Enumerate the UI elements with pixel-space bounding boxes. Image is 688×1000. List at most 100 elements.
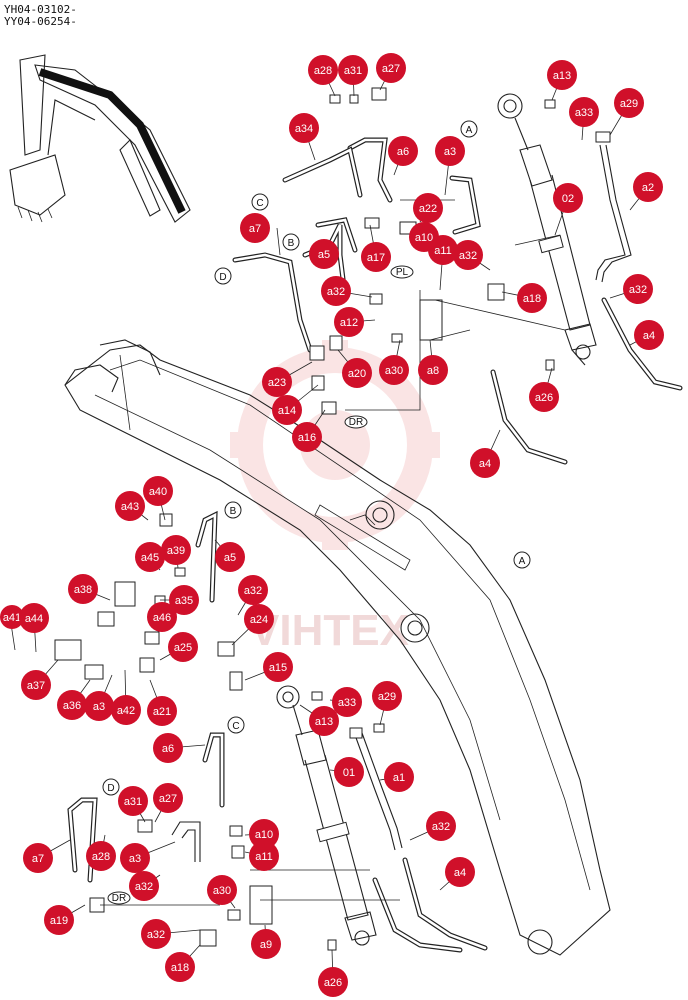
callout-a43[interactable]: a43 [115, 491, 145, 521]
callout-a26[interactable]: a26 [529, 382, 559, 412]
callout-a37[interactable]: a37 [21, 670, 51, 700]
callout-a28[interactable]: a28 [308, 55, 338, 85]
callout-a19[interactable]: a19 [44, 905, 74, 935]
callout-a29[interactable]: a29 [372, 681, 402, 711]
callout-a25[interactable]: a25 [168, 632, 198, 662]
callout-a10[interactable]: a10 [249, 819, 279, 849]
svg-text:DR: DR [112, 893, 126, 904]
svg-text:a4: a4 [454, 867, 466, 879]
callout-a32[interactable]: a32 [321, 276, 351, 306]
callout-a18[interactable]: a18 [165, 952, 195, 982]
svg-text:a27: a27 [159, 793, 177, 805]
callout-a12[interactable]: a12 [334, 307, 364, 337]
callout-a32[interactable]: a32 [141, 919, 171, 949]
svg-text:a33: a33 [575, 107, 593, 119]
callout-a11[interactable]: a11 [428, 235, 458, 265]
svg-text:a46: a46 [153, 612, 171, 624]
callout-a32[interactable]: a32 [426, 811, 456, 841]
svg-text:a9: a9 [260, 939, 272, 951]
callout-a15[interactable]: a15 [263, 652, 293, 682]
svg-text:a35: a35 [175, 595, 193, 607]
svg-text:a13: a13 [553, 70, 571, 82]
callout-a16[interactable]: a16 [292, 422, 322, 452]
hose-lines-upper [232, 137, 683, 465]
svg-text:a1: a1 [393, 772, 405, 784]
callout-a3[interactable]: a3 [120, 843, 150, 873]
callout-a42[interactable]: a42 [111, 695, 141, 725]
callout-a4[interactable]: a4 [445, 857, 475, 887]
callout-a39[interactable]: a39 [161, 535, 191, 565]
callout-a5[interactable]: a5 [215, 542, 245, 572]
callout-a13[interactable]: a13 [309, 706, 339, 736]
callout-a33[interactable]: a33 [332, 687, 362, 717]
callout-a31[interactable]: a31 [338, 55, 368, 85]
callout-a30[interactable]: a30 [379, 355, 409, 385]
svg-text:a43: a43 [121, 501, 139, 513]
callout-a22[interactable]: a22 [413, 193, 443, 223]
svg-text:a29: a29 [378, 691, 396, 703]
callout-a29[interactable]: a29 [614, 88, 644, 118]
callout-a30[interactable]: a30 [207, 875, 237, 905]
ref-marker-c: C [251, 193, 269, 211]
svg-text:a11: a11 [434, 245, 452, 257]
callout-a1[interactable]: a1 [384, 762, 414, 792]
callout-a5[interactable]: a5 [309, 239, 339, 269]
callout-a3[interactable]: a3 [435, 136, 465, 166]
callout-a41[interactable]: a41 [0, 605, 24, 629]
callout-a8[interactable]: a8 [418, 355, 448, 385]
callout-a7[interactable]: a7 [23, 843, 53, 873]
callout-a6[interactable]: a6 [153, 733, 183, 763]
svg-text:a31: a31 [344, 65, 362, 77]
callout-02[interactable]: 02 [553, 183, 583, 213]
callout-a36[interactable]: a36 [57, 690, 87, 720]
svg-text:C: C [232, 721, 239, 732]
callout-a33[interactable]: a33 [569, 97, 599, 127]
svg-text:a44: a44 [25, 613, 43, 625]
callout-a28[interactable]: a28 [86, 841, 116, 871]
svg-text:a26: a26 [324, 977, 342, 989]
callout-a21[interactable]: a21 [147, 696, 177, 726]
callout-a11[interactable]: a11 [249, 841, 279, 871]
callout-a27[interactable]: a27 [153, 783, 183, 813]
callout-a23[interactable]: a23 [262, 367, 292, 397]
callout-a40[interactable]: a40 [143, 476, 173, 506]
callout-a20[interactable]: a20 [342, 358, 372, 388]
callout-a26[interactable]: a26 [318, 967, 348, 997]
callout-a9[interactable]: a9 [251, 929, 281, 959]
callout-a46[interactable]: a46 [147, 602, 177, 632]
callout-a14[interactable]: a14 [272, 395, 302, 425]
callout-a17[interactable]: a17 [361, 242, 391, 272]
callout-a4[interactable]: a4 [634, 320, 664, 350]
svg-text:a41: a41 [3, 612, 21, 624]
callout-a24[interactable]: a24 [244, 604, 274, 634]
callout-a18[interactable]: a18 [517, 283, 547, 313]
callout-01[interactable]: 01 [334, 757, 364, 787]
svg-text:a18: a18 [523, 293, 541, 305]
svg-text:a20: a20 [348, 368, 366, 380]
callout-a45[interactable]: a45 [135, 542, 165, 572]
callout-a6[interactable]: a6 [388, 136, 418, 166]
callout-a32[interactable]: a32 [238, 575, 268, 605]
callout-a27[interactable]: a27 [376, 53, 406, 83]
callout-a34[interactable]: a34 [289, 113, 319, 143]
callout-a7[interactable]: a7 [240, 213, 270, 243]
callout-a32[interactable]: a32 [453, 240, 483, 270]
svg-text:a23: a23 [268, 377, 286, 389]
svg-text:a19: a19 [50, 915, 68, 927]
callout-a32[interactable]: a32 [129, 871, 159, 901]
callout-a31[interactable]: a31 [118, 786, 148, 816]
svg-text:A: A [519, 556, 526, 567]
svg-text:DR: DR [349, 417, 363, 428]
svg-text:a29: a29 [620, 98, 638, 110]
callout-a44[interactable]: a44 [19, 603, 49, 633]
callout-a32[interactable]: a32 [623, 274, 653, 304]
callout-a2[interactable]: a2 [633, 172, 663, 202]
callout-a13[interactable]: a13 [547, 60, 577, 90]
callout-a3-partial[interactable]: a3 [84, 691, 114, 721]
callout-a38[interactable]: a38 [68, 574, 98, 604]
callout-a35[interactable]: a35 [169, 585, 199, 615]
callout-a4[interactable]: a4 [470, 448, 500, 478]
serial-range-line-2: YY04-06254- [4, 15, 77, 28]
svg-text:a25: a25 [174, 642, 192, 654]
svg-text:a32: a32 [459, 250, 477, 262]
